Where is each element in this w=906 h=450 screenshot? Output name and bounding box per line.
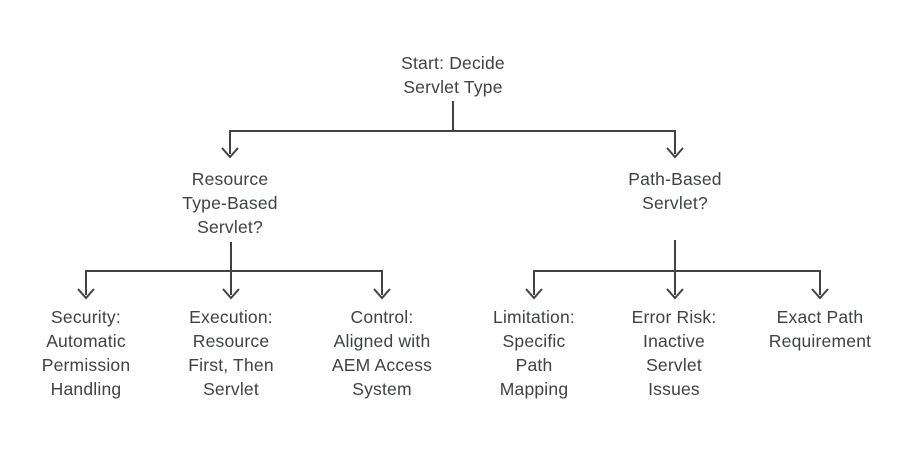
node-exact-path-requirement: Exact Path Requirement (768, 307, 872, 351)
connector-left-rail (85, 270, 383, 295)
node-path-based-servlet: Path-Based Servlet? (628, 169, 722, 213)
node-resource-type-based-servlet: Resource Type-Based Servlet? (182, 169, 278, 237)
connector-right-rail (533, 270, 821, 295)
arrowhead-icon (811, 288, 829, 300)
connector-level1-rail (229, 130, 676, 154)
arrowhead-icon (666, 147, 684, 159)
node-execution-resource-first-then-servlet: Execution: Resource First, Then Servlet (188, 307, 274, 399)
node-security-automatic-permission-handling: Security: Automatic Permission Handling (41, 307, 131, 399)
arrowhead-icon (77, 288, 95, 300)
arrowhead-icon (221, 147, 239, 159)
node-start-decide-servlet-type: Start: Decide Servlet Type (401, 53, 505, 97)
arrowhead-icon (222, 288, 240, 300)
arrowhead-icon (666, 288, 684, 300)
node-error-risk-inactive-servlet-issues: Error Risk: Inactive Servlet Issues (631, 307, 717, 399)
arrowhead-icon (373, 288, 391, 300)
node-control-aligned-with-aem-access-system: Control: Aligned with AEM Access System (331, 307, 433, 399)
node-limitation-specific-path-mapping: Limitation: Specific Path Mapping (493, 307, 575, 399)
arrowhead-icon (525, 288, 543, 300)
